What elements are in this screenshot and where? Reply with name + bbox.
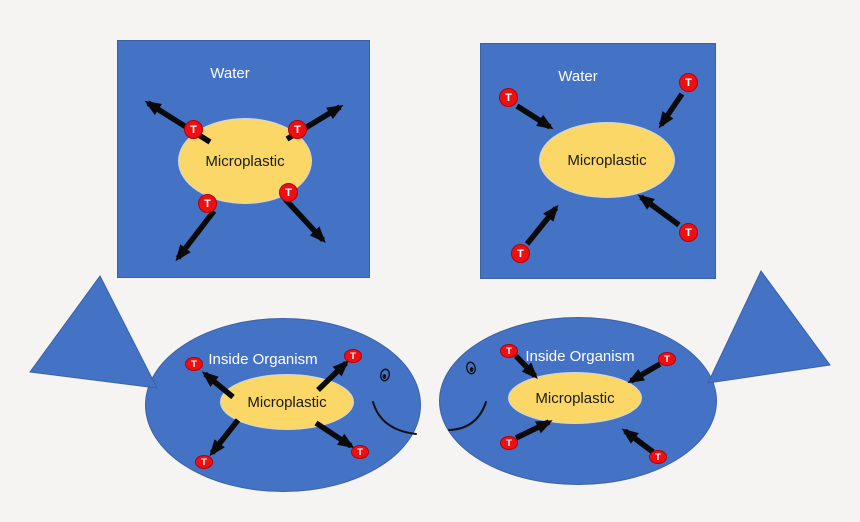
fish-tail [29,275,158,389]
toxin-badge: T [511,244,530,263]
microplastic-ellipse: Microplastic [539,122,675,198]
inside-organism-label: Inside Organism [208,351,318,368]
toxin-badge: T [658,352,676,366]
toxin-badge: T [195,455,213,469]
toxin-badge: T [184,120,203,139]
water-label: Water [210,65,250,82]
microplastic-label: Microplastic [205,152,285,170]
toxin-badge: T [649,450,667,464]
toxin-badge: T [500,436,518,450]
toxin-badge: T [679,223,698,242]
toxin-badge: T [679,73,698,92]
toxin-badge: T [198,194,217,213]
microplastic-label: Microplastic [567,151,647,169]
toxin-badge: T [279,183,298,202]
toxin-badge: T [344,349,362,363]
toxin-badge: T [499,88,518,107]
toxin-badge: T [185,357,203,371]
inside-organism-label: Inside Organism [525,348,635,365]
microplastic-label: Microplastic [247,393,327,411]
microplastic-label: Microplastic [535,389,615,407]
toxin-badge: T [500,344,518,358]
microplastic-ellipse: Microplastic [508,372,642,424]
water-label: Water [558,68,598,85]
toxin-badge: T [351,445,369,459]
fish-tail [707,270,831,384]
toxin-badge: T [288,120,307,139]
microplastic-ellipse: Microplastic [220,374,354,430]
